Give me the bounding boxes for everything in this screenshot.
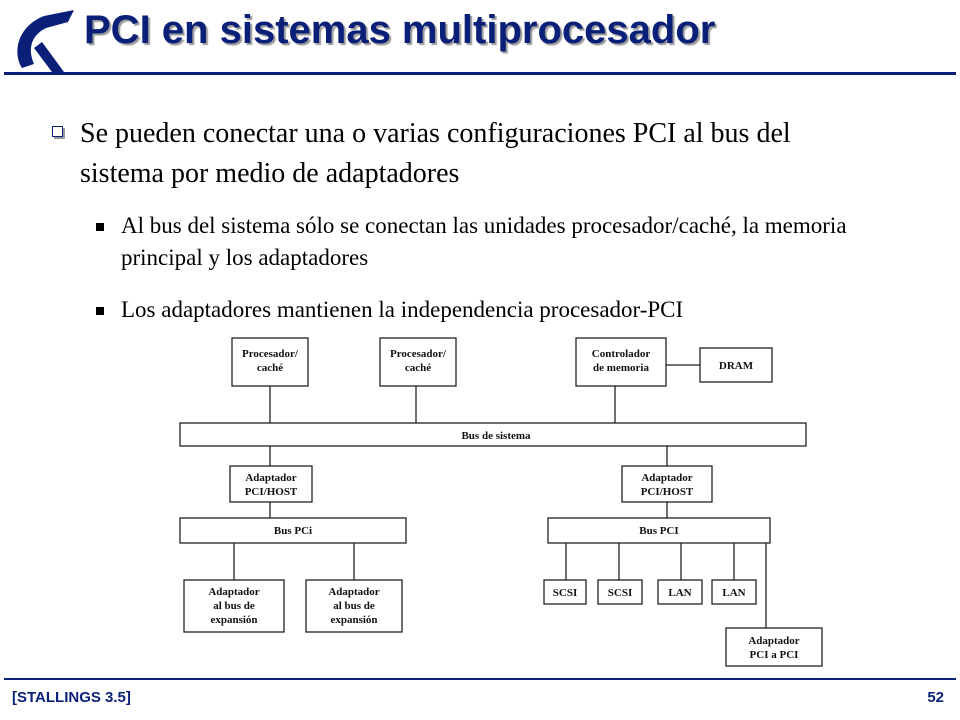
processor2-line2: caché xyxy=(405,362,431,374)
device-label: LAN xyxy=(722,587,745,599)
logo-icon xyxy=(17,10,74,72)
processor1-line2: caché xyxy=(257,362,283,374)
footer-reference: [STALLINGS 3.5] xyxy=(12,689,131,706)
expansion2-line2: al bus de xyxy=(333,600,375,612)
adapter-left-line2: PCI/HOST xyxy=(245,486,298,498)
device-box xyxy=(543,579,587,605)
expansion1-line3: expansión xyxy=(210,614,257,626)
memctrl-line2: de memoria xyxy=(593,362,649,374)
device-box xyxy=(711,579,757,605)
system-bus xyxy=(179,422,807,447)
pci-pci-line1: Adaptador xyxy=(748,635,799,647)
pci-pci-adapter-box xyxy=(725,627,823,667)
slide-title: PCI en sistemas multiprocesador xyxy=(84,8,716,52)
adapter-left-line1: Adaptador xyxy=(245,472,296,484)
device-label: SCSI xyxy=(553,587,577,599)
expansion-adapter-box xyxy=(305,579,403,633)
adapter-right-line1: Adaptador xyxy=(641,472,692,484)
processor2-line1: Procesador/ xyxy=(390,348,447,360)
box-bullet-icon xyxy=(52,126,63,137)
page-number: 52 xyxy=(927,689,944,706)
expansion2-line3: expansión xyxy=(330,614,377,626)
square-bullet-icon xyxy=(96,307,104,315)
sub-bullet-2: Los adaptadores mantienen la independenc… xyxy=(121,297,684,322)
expansion1-line1: Adaptador xyxy=(208,586,259,598)
pci-multiprocessor-diagram: Procesador/ caché Procesador/ caché Cont… xyxy=(179,337,823,667)
device-label: SCSI xyxy=(608,587,632,599)
bus-right-label: Bus PCI xyxy=(639,525,678,537)
main-bullet-text: Se pueden conectar una o varias configur… xyxy=(80,118,791,189)
adapter-box xyxy=(621,465,713,503)
title-rule xyxy=(4,72,956,75)
pci-bus xyxy=(179,517,407,544)
expansion2-line1: Adaptador xyxy=(328,586,379,598)
processor1-line1: Procesador/ xyxy=(242,348,299,360)
device-box xyxy=(657,579,703,605)
device-label: LAN xyxy=(668,587,691,599)
square-bullet-icon xyxy=(96,223,104,231)
adapter-box xyxy=(229,465,313,503)
pci-bus xyxy=(547,517,771,544)
system-bus-label: Bus de sistema xyxy=(461,430,531,442)
expansion1-line2: al bus de xyxy=(213,600,255,612)
device-box xyxy=(597,579,643,605)
memctrl-line1: Controlador xyxy=(592,348,651,360)
dram-label: DRAM xyxy=(719,360,754,372)
sub-bullet-1: Al bus del sistema sólo se conectan las … xyxy=(121,213,847,270)
expansion-adapter-box xyxy=(183,579,285,633)
processor-box xyxy=(379,337,457,387)
pci-pci-line2: PCI a PCI xyxy=(750,649,799,661)
adapter-right-line2: PCI/HOST xyxy=(641,486,694,498)
bus-left-label: Bus PCi xyxy=(274,525,312,537)
footer-rule xyxy=(4,678,956,680)
processor-box xyxy=(231,337,309,387)
dram-box xyxy=(699,347,773,383)
memory-controller-box xyxy=(575,337,667,387)
